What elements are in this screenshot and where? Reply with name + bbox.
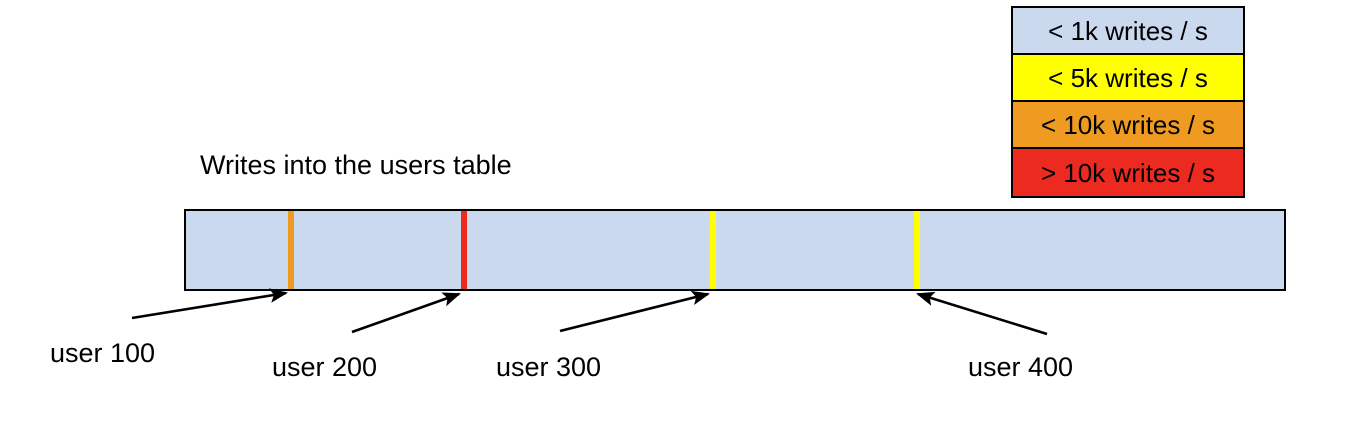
callout-arrow-user-200 — [351, 292, 461, 334]
callout-label-user-100: user 100 — [50, 338, 156, 368]
callout-label-user-400: user 400 — [968, 352, 1074, 382]
marker-stripe-user-200 — [461, 211, 467, 289]
legend-item-lt-5k: < 5k writes / s — [1013, 55, 1243, 102]
keyspace-bar — [184, 209, 1286, 291]
marker-stripe-user-100 — [288, 211, 294, 289]
callout-label-user-300: user 300 — [496, 352, 602, 382]
legend-item-label: < 10k writes / s — [1040, 109, 1216, 140]
legend: < 1k writes / s < 5k writes / s < 10k wr… — [1011, 6, 1245, 198]
legend-item-lt-1k: < 1k writes / s — [1013, 8, 1243, 55]
marker-stripe-user-400 — [914, 211, 920, 289]
callout-label-user-200: user 200 — [272, 352, 378, 382]
legend-item-label: < 1k writes / s — [1048, 15, 1208, 46]
callout-arrow-user-400 — [916, 291, 1048, 336]
legend-item-lt-10k: < 10k writes / s — [1013, 102, 1243, 149]
legend-item-label: < 5k writes / s — [1048, 62, 1208, 93]
callout-arrow-user-300 — [559, 290, 711, 333]
marker-stripe-user-300 — [710, 211, 716, 289]
legend-item-gt-10k: > 10k writes / s — [1013, 149, 1243, 196]
callout-arrow-user-100 — [131, 288, 289, 320]
legend-item-label: > 10k writes / s — [1040, 157, 1216, 188]
chart-title: Writes into the users table — [200, 150, 512, 180]
